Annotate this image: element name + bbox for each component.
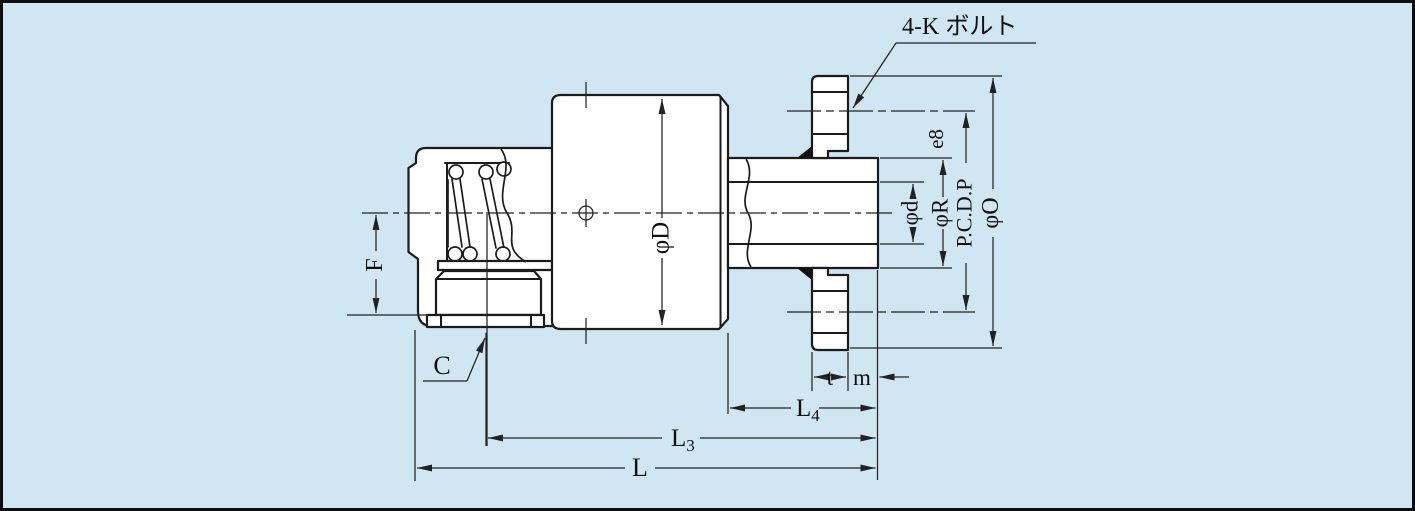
L4-sub: 4 [811,406,820,425]
L3-main: L [671,425,686,452]
L4-label: L4 [796,395,820,425]
t-label: t [827,365,834,390]
C-label: C [433,351,450,380]
fitting-base-plate [425,313,546,329]
phiR-label: φR [928,198,953,227]
spring-coil-section [462,246,478,262]
phiD-label: φD [648,222,675,254]
leader-bolt [852,42,897,109]
spring-coil-section [496,161,512,177]
L3-label: L3 [671,425,695,455]
centerlines [362,110,975,446]
m-label: m [853,365,871,390]
spring-coil-section [478,164,494,180]
dimension-labels: 4-K ボルト φD F C φd e8 φR P.C.D.P φO t m L… [362,14,1017,482]
weld-bead-top [797,146,812,158]
extension-lines [347,75,1002,481]
spring-seat [436,259,554,272]
gland-body [434,269,543,317]
leaders [423,42,1036,382]
spring-coil-section [495,246,511,262]
flange-upper [810,74,850,160]
main-body [550,82,730,344]
flange-lower [810,266,850,352]
pcdp-label: P.C.D.P [952,178,977,247]
hose-fitting [425,259,554,329]
L-label: L [632,453,648,482]
dimension-lines [372,78,997,472]
weld-bead-bottom [797,268,812,280]
e8-label: e8 [924,129,948,149]
spring-coil-section [447,246,463,262]
bolt-note-label: 4-K ボルト [902,14,1017,40]
F-label: F [362,258,388,271]
spring-coil-section [448,164,464,180]
phid-label: φd [898,200,923,225]
phiO-label: φO [978,197,1004,228]
body-outline [550,93,730,331]
leader-C [466,337,486,382]
L3-sub: 3 [686,436,695,455]
L4-main: L [796,395,811,422]
flange [797,74,850,352]
